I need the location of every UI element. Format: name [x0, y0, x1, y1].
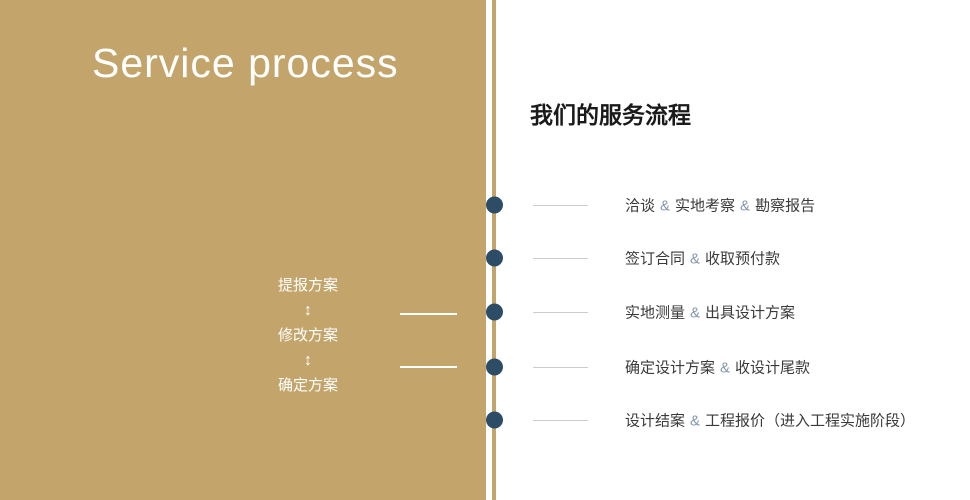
flow-row-text: 签订合同&收取预付款 [625, 248, 780, 269]
ampersand: & [740, 197, 751, 215]
left-panel: Service process 提报方案 ↕ 修改方案 ↕ 确定方案 [0, 0, 486, 500]
tick-line [533, 312, 588, 313]
ampersand: & [690, 412, 701, 430]
flow-row-1: 洽谈&实地考察&勘察报告 [0, 193, 970, 217]
ampersand: & [720, 359, 731, 377]
flow-row-4: 确定设计方案&收设计尾款 [0, 355, 970, 379]
tick-line [533, 367, 588, 368]
step-label-1: 提报方案 [277, 277, 338, 294]
row-segment: 收取预付款 [705, 250, 781, 268]
flow-row-text: 确定设计方案&收设计尾款 [625, 357, 810, 378]
tick-line [533, 420, 588, 421]
connector-line-2 [400, 366, 457, 368]
timeline-dot [486, 196, 503, 214]
timeline-dot [486, 303, 503, 321]
row-segment: 实地考察 [675, 197, 736, 215]
row-segment: 工程报价（进入工程实施阶段） [705, 412, 916, 430]
page-title: Service process [92, 40, 399, 86]
flow-row-text: 实地测量&出具设计方案 [625, 302, 795, 323]
row-segment: 实地测量 [625, 304, 686, 322]
row-segment: 洽谈 [625, 197, 656, 215]
timeline-dot [486, 358, 503, 376]
plan-steps: 提报方案 ↕ 修改方案 ↕ 确定方案 [258, 276, 358, 396]
up-down-arrow-icon: ↕ [304, 352, 312, 369]
up-down-arrow-icon: ↕ [304, 302, 312, 319]
row-segment: 勘察报告 [755, 197, 816, 215]
timeline-dot [486, 411, 503, 429]
ampersand: & [660, 197, 671, 215]
section-heading: 我们的服务流程 [530, 102, 691, 128]
flow-row-5: 设计结案&工程报价（进入工程实施阶段） [0, 408, 970, 432]
connector-line-1 [400, 313, 457, 315]
flow-row-text: 洽谈&实地考察&勘察报告 [625, 195, 815, 216]
row-segment: 设计结案 [625, 412, 686, 430]
flow-row-2: 签订合同&收取预付款 [0, 246, 970, 270]
flow-row-text: 设计结案&工程报价（进入工程实施阶段） [625, 410, 915, 431]
timeline-dot [486, 249, 503, 267]
row-segment: 签订合同 [625, 250, 686, 268]
tick-line [533, 205, 588, 206]
ampersand: & [690, 250, 701, 268]
row-segment: 确定设计方案 [625, 359, 716, 377]
step-label-2: 修改方案 [277, 327, 338, 344]
step-label-3: 确定方案 [277, 377, 338, 394]
ampersand: & [690, 304, 701, 322]
tick-line [533, 258, 588, 259]
flow-row-3: 实地测量&出具设计方案 [0, 300, 970, 324]
row-segment: 出具设计方案 [705, 304, 796, 322]
row-segment: 收设计尾款 [735, 359, 811, 377]
